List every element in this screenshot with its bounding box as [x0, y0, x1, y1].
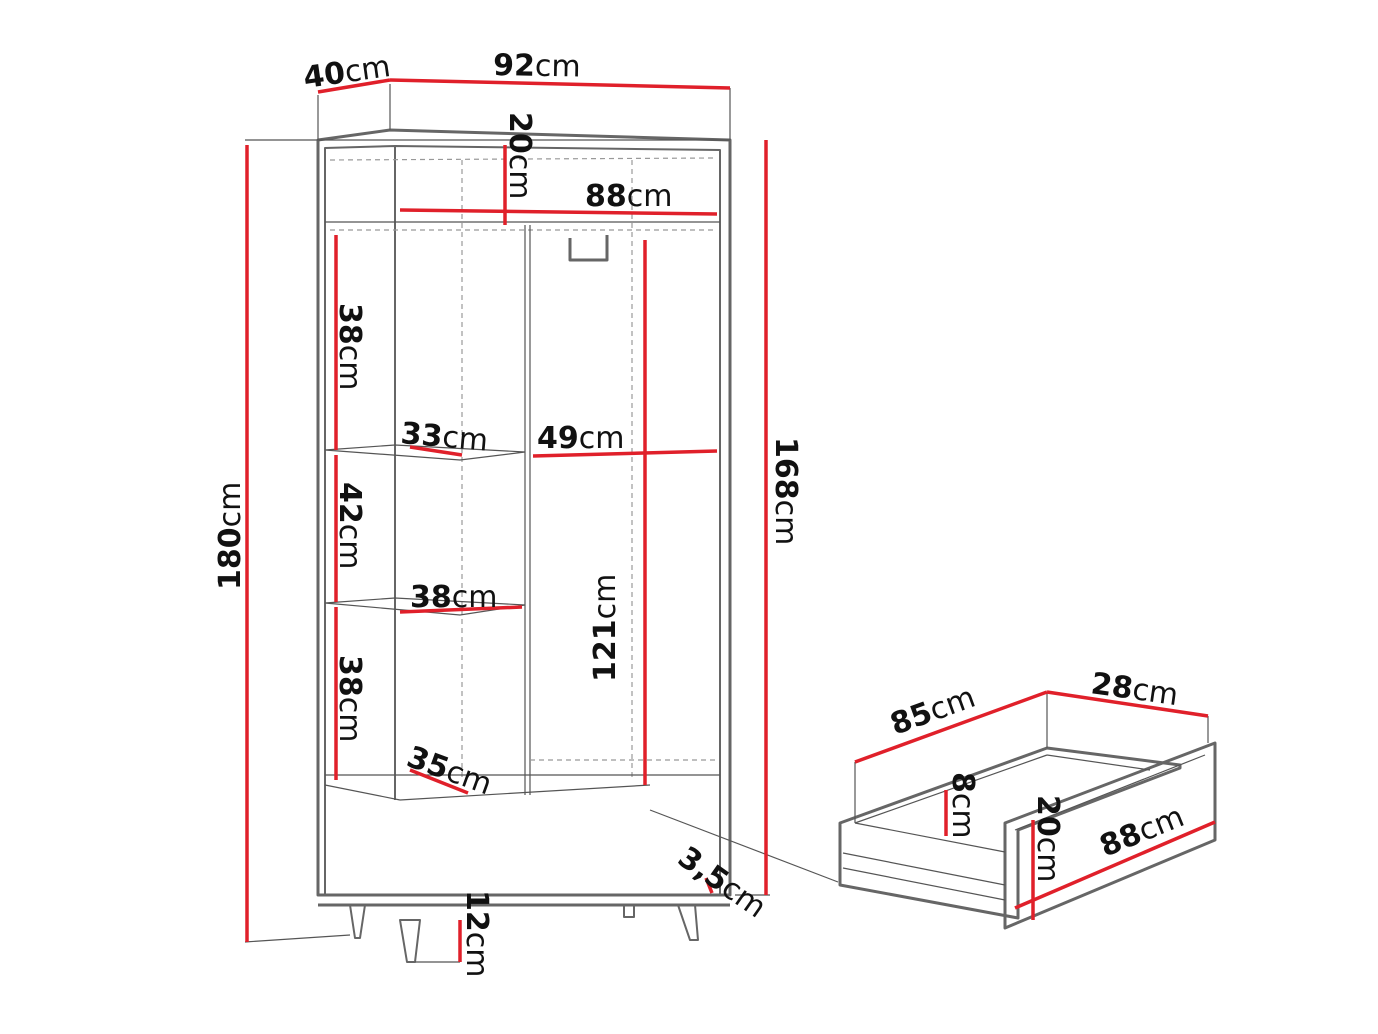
label-lower-shelf-height: 38cm — [332, 655, 367, 742]
label-width: 92cm — [493, 48, 581, 85]
label-drawer-depth: 28cm — [1089, 666, 1180, 713]
label-inner-height: 168cm — [768, 437, 803, 545]
label-shelf-width-middle: 38cm — [410, 580, 497, 615]
label-drawer-front-height: 20cm — [1030, 795, 1065, 882]
label-depth: 40cm — [301, 49, 392, 96]
label-hanging-height: 121cm — [588, 574, 623, 682]
wardrobe-drawing — [244, 84, 839, 963]
label-rail-width: 49cm — [537, 421, 624, 456]
label-shelf-width-upper: 33cm — [399, 416, 489, 458]
label-plinth: 3,5cm — [671, 840, 772, 925]
label-upper-shelf-height: 38cm — [332, 303, 367, 390]
dim-line-inner-width — [399, 208, 718, 216]
dimension-labels: 40cm 92cm 20cm 88cm 38cm 33cm 49cm 42cm … — [213, 48, 1189, 977]
label-shelf-depth-lower: 35cm — [402, 740, 496, 803]
label-drawer-inner-height: 8cm — [945, 772, 980, 839]
label-top-height: 20cm — [502, 112, 537, 199]
dim-line-depth — [317, 78, 391, 94]
drawer-drawing — [838, 692, 1217, 930]
label-total-height: 180cm — [213, 482, 248, 590]
dimension-lines — [245, 78, 1216, 962]
label-leg-height: 12cm — [459, 890, 494, 977]
dim-line-width — [389, 78, 731, 90]
label-middle-shelf-height: 42cm — [332, 482, 367, 569]
wardrobe-outline — [316, 128, 732, 897]
label-inner-width: 88cm — [585, 179, 672, 214]
